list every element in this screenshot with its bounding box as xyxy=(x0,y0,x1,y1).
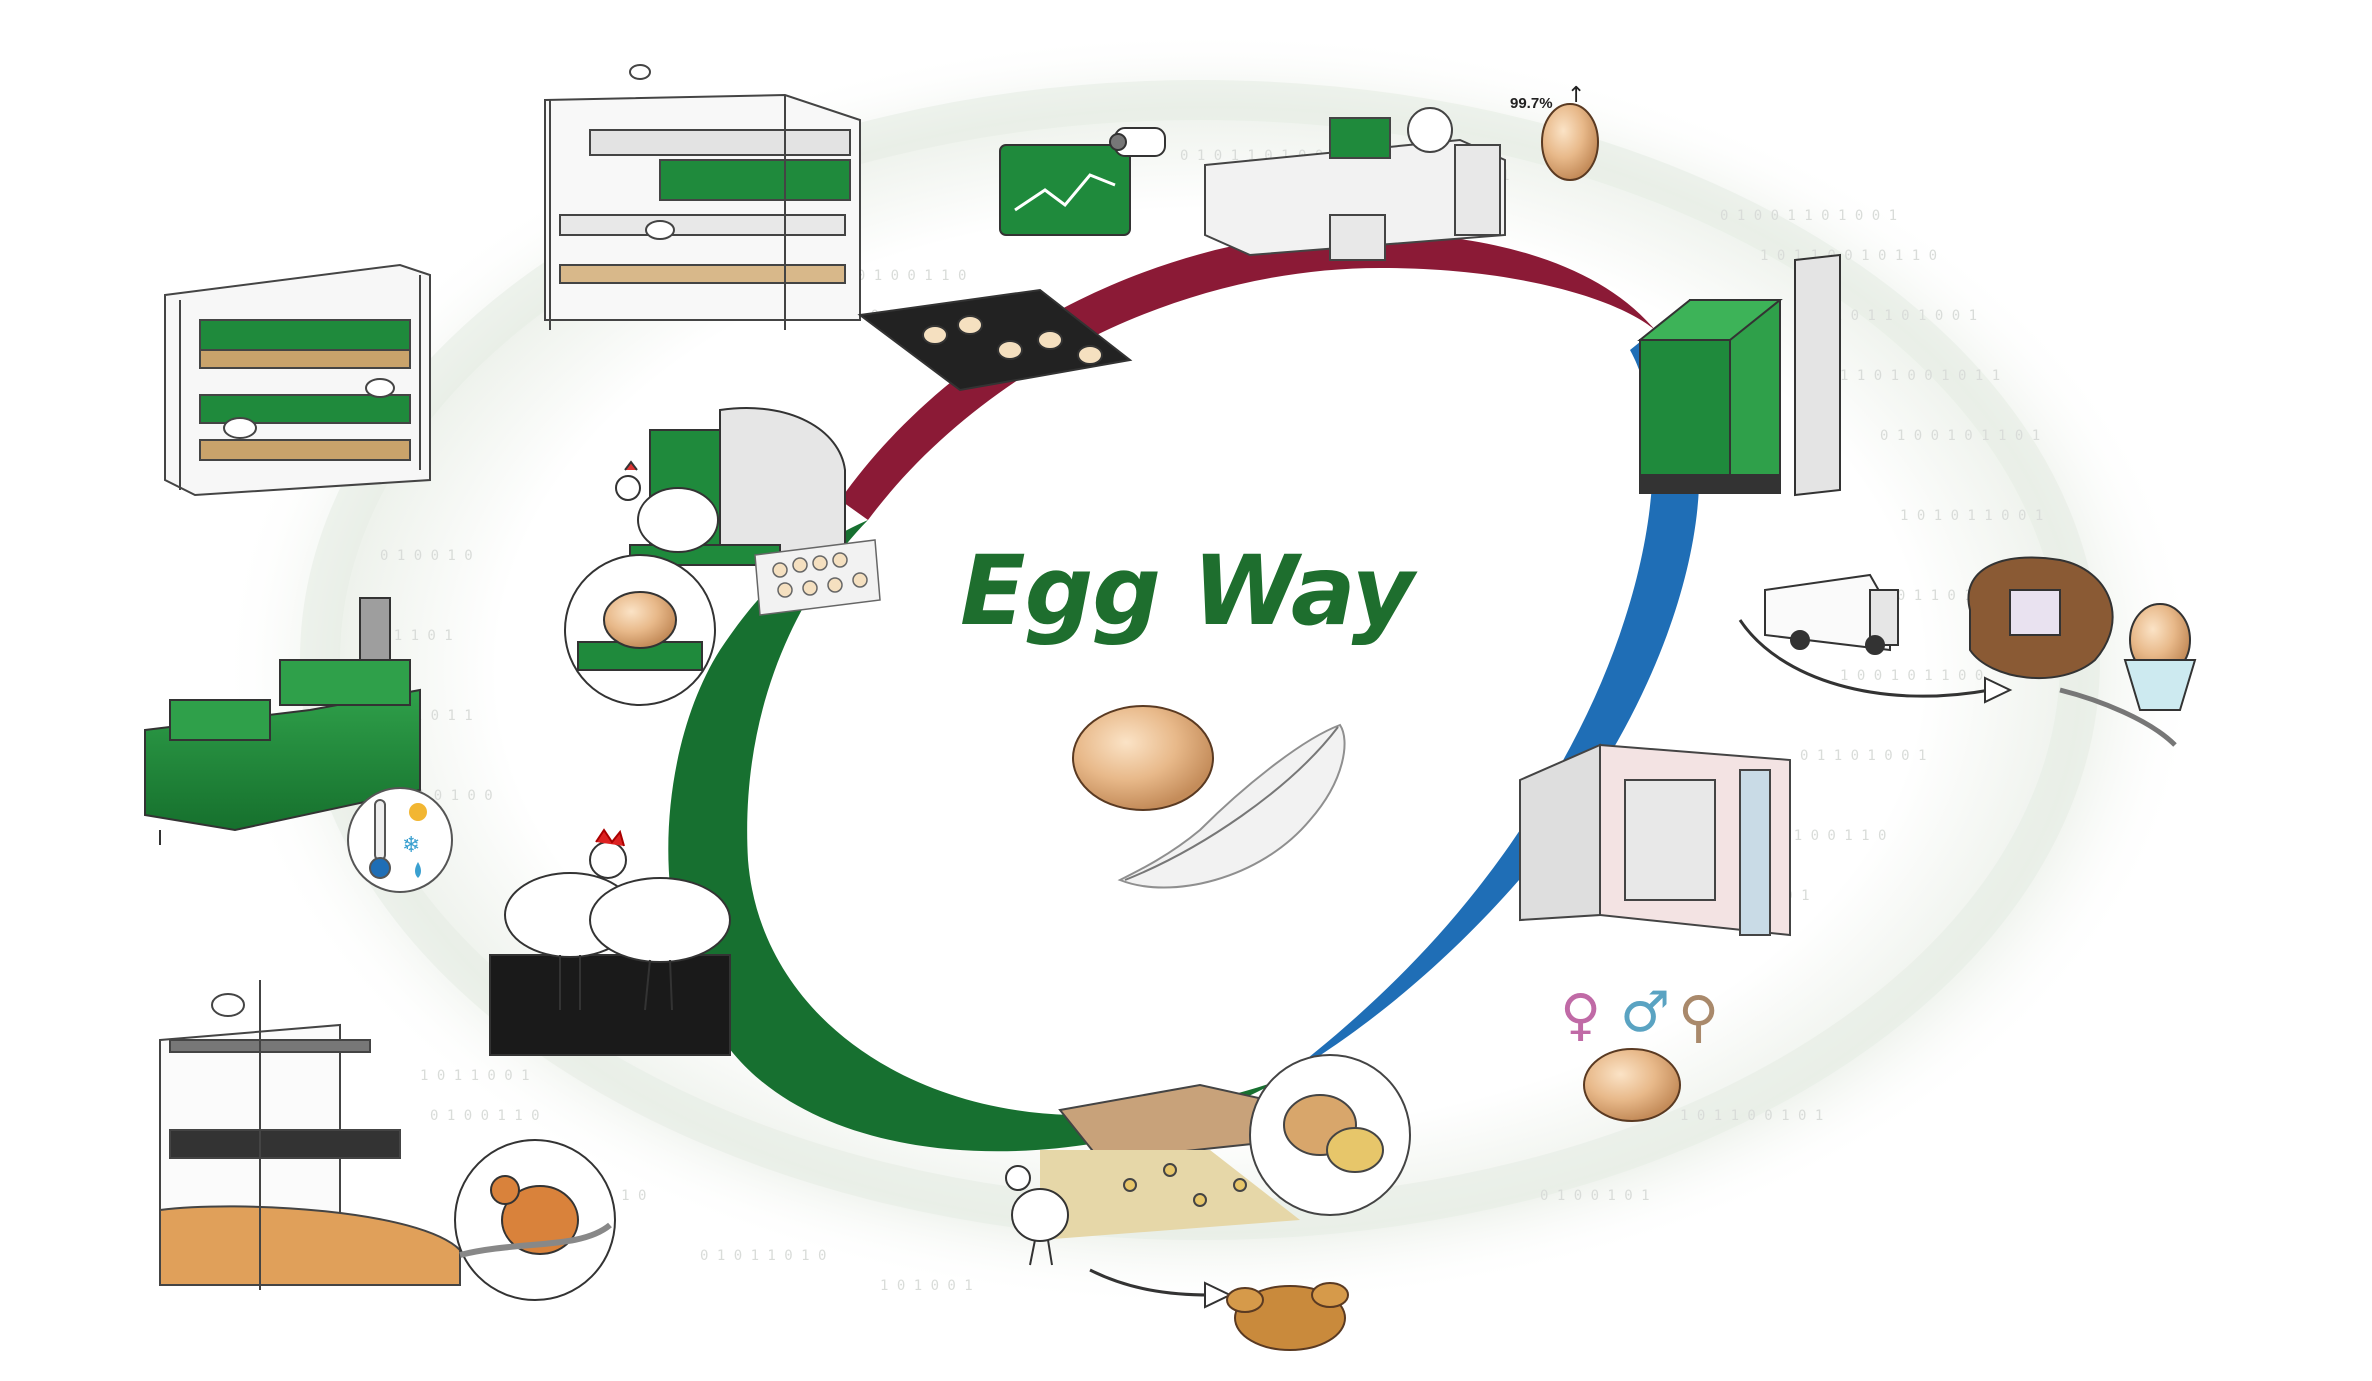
cold-storage-illustration xyxy=(1519,743,1791,937)
neutral-symbol-icon: ⚲ xyxy=(1678,985,1720,1050)
temperature-callout: ❄ xyxy=(347,787,453,893)
pallet-stack-illustration xyxy=(1637,253,1841,497)
hatchery-illustration xyxy=(1040,1054,1411,1240)
svg-text:1 0 1 0 0 1 1 0: 1 0 1 0 0 1 1 0 xyxy=(840,268,966,284)
svg-text:0 0 1 0 1 1 0 1 0 0 1: 0 0 1 0 1 1 0 1 0 0 1 xyxy=(1800,308,1977,324)
central-egg xyxy=(1072,705,1214,811)
svg-text:1 0 1 0 1 1 0 0 1: 1 0 1 0 1 1 0 0 1 xyxy=(1900,508,2043,524)
svg-text:0 1 1 0 1 0 0 1: 0 1 1 0 1 0 0 1 xyxy=(1800,748,1926,764)
feather-illustration xyxy=(1117,723,1346,889)
roast-chicken-illustration xyxy=(1226,1282,1349,1351)
svg-text:1 0 1 1 0 0 1 0 1: 1 0 1 1 0 0 1 0 1 xyxy=(1680,1108,1823,1124)
svg-text:1 0 1 1 0 0 1: 1 0 1 1 0 0 1 xyxy=(420,1068,530,1084)
diagram-title: Egg Way xyxy=(960,535,1414,647)
broiler-chicken-illustration xyxy=(1005,1165,1233,1309)
aviary-system-illustration xyxy=(164,263,431,497)
chick-callout-illustration xyxy=(454,1139,616,1301)
svg-text:1 0 1 0 0 1 1 0: 1 0 1 0 0 1 1 0 xyxy=(1760,828,1886,844)
svg-text:0 1 0 0 1 0 1 1 0 1: 0 1 0 0 1 0 1 1 0 1 xyxy=(1880,428,2040,444)
egg-tray-illustration xyxy=(754,539,881,616)
arrow-up-icon: ↑ xyxy=(1567,83,1586,108)
multi-tier-housing-illustration xyxy=(544,64,861,330)
breeder-chickens-illustration xyxy=(489,828,731,1056)
svg-text:0 1 0 1 1 0 1 0: 0 1 0 1 1 0 1 0 xyxy=(700,1248,826,1264)
svg-text:1 0 0 1 0 1 1 0 0: 1 0 0 1 0 1 1 0 0 xyxy=(1840,668,1983,684)
svg-text:0 1 0 0 1 0: 0 1 0 0 1 0 xyxy=(380,548,473,564)
svg-text:1 0 1 0 0 1: 1 0 1 0 0 1 xyxy=(880,1278,973,1294)
svg-text:1 1 0 1 0 0 1 0 1 1: 1 1 0 1 0 0 1 0 1 1 xyxy=(1840,368,2000,384)
graded-egg xyxy=(1541,103,1599,181)
male-symbol-icon: ♂ xyxy=(1620,980,1671,1045)
svg-text:0 1 0 0 1 1 0 1 0 0 1: 0 1 0 0 1 1 0 1 0 0 1 xyxy=(1720,208,1897,224)
rearing-system-illustration xyxy=(159,980,461,1290)
egg-consumer-illustration xyxy=(1967,556,2197,747)
hatching-egg xyxy=(1583,1048,1681,1122)
transport-truck-illustration xyxy=(1738,573,2013,704)
svg-text:0 1 0 0 1 0 1: 0 1 0 0 1 0 1 xyxy=(1540,1188,1650,1204)
svg-text:1 0 1 1 0 0 1 0 1 1 0: 1 0 1 1 0 0 1 0 1 1 0 xyxy=(1760,248,1937,264)
grading-percentage: 99.7% xyxy=(1510,95,1553,112)
female-symbol-icon: ♀ xyxy=(1560,983,1602,1048)
grading-machine-illustration xyxy=(1204,107,1506,261)
monitoring-screen-illustration xyxy=(999,127,1166,236)
egg-callout-illustration xyxy=(564,554,716,706)
egg-belt-illustration xyxy=(857,288,1133,392)
svg-text:❄: ❄ xyxy=(402,833,420,858)
nest-box-illustration xyxy=(615,407,846,566)
svg-text:0 1 0 0 1 1 0: 0 1 0 0 1 1 0 xyxy=(430,1108,540,1124)
